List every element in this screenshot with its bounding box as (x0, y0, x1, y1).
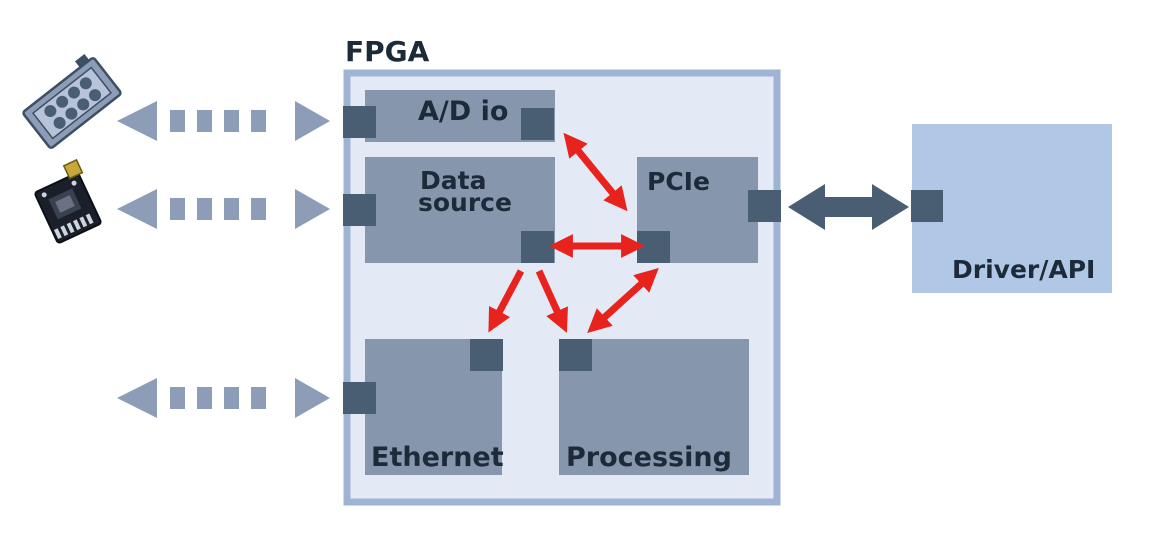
driver-api-block (912, 124, 1112, 293)
adio-left-port (343, 106, 376, 138)
processing-top-port (559, 339, 592, 371)
datasource-processing-arrow (535, 269, 568, 333)
ethernet-label: Ethernet (371, 442, 504, 473)
ethernet-left-port (343, 382, 376, 414)
data-source-label-line1: Data (420, 166, 486, 195)
adc-board-icon (22, 53, 122, 149)
pcie-bottom-port (637, 231, 670, 263)
pcie-label: PCIe (647, 167, 710, 196)
data-source-label-line2: source (418, 188, 512, 217)
processing-label: Processing (566, 442, 732, 473)
driver-api-label: Driver/API (952, 255, 1095, 284)
adio-external-arrow (117, 101, 330, 141)
adio-pcie-arrow (563, 132, 628, 212)
ethernet-external-arrow (117, 378, 330, 418)
datasource-ethernet-arrow (488, 269, 525, 333)
pcie-driver-arrow (788, 184, 909, 230)
adio-right-port (521, 108, 554, 140)
data-source-bottom-port (521, 231, 554, 263)
data-source-external-arrow (117, 189, 330, 229)
adio-label: A/D io (418, 96, 508, 127)
driver-port (911, 190, 943, 222)
fpga-title: FPGA (345, 35, 430, 68)
ethernet-top-port (470, 339, 503, 371)
sensor-board-icon (34, 158, 102, 244)
pcie-right-port (748, 190, 781, 222)
data-source-left-port (343, 194, 376, 226)
pcie-processing-arrow (587, 268, 659, 333)
